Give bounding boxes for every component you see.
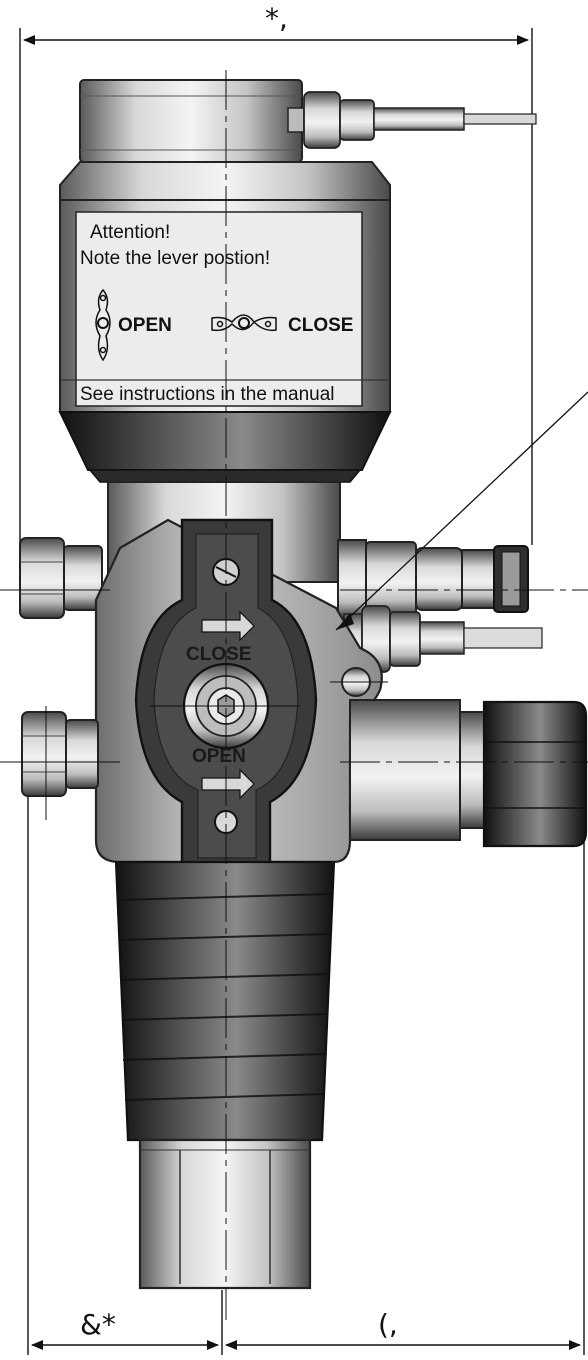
centre-lines bbox=[0, 70, 588, 1320]
label-note: Note the lever postion! bbox=[80, 248, 270, 269]
label-attention: Attention! bbox=[90, 222, 170, 243]
right-outlet bbox=[349, 699, 588, 848]
cable-gland-top bbox=[287, 91, 537, 149]
dimension-bottom-left: &* bbox=[80, 1308, 116, 1341]
close-lever-icon bbox=[211, 314, 277, 332]
open-lever-icon bbox=[95, 288, 111, 362]
threaded-spigot bbox=[114, 860, 336, 1142]
lever-close-text: CLOSE bbox=[186, 644, 251, 665]
leader-line bbox=[335, 391, 588, 631]
actuator-housing bbox=[59, 199, 391, 413]
conical-ring bbox=[58, 411, 392, 483]
dimension-bottom-right: (, bbox=[378, 1308, 398, 1341]
label-open: OPEN bbox=[118, 315, 172, 336]
left-fitting bbox=[19, 537, 103, 619]
warning-label: Attention! Note the lever postion! OPEN … bbox=[80, 222, 353, 405]
label-close: CLOSE bbox=[288, 315, 353, 336]
bottom-hex bbox=[138, 1138, 312, 1290]
left-lower-nut bbox=[21, 711, 99, 797]
top-cap bbox=[59, 79, 391, 201]
label-footer: See instructions in the manual bbox=[80, 384, 335, 405]
dimension-top: *, bbox=[265, 2, 288, 35]
lever-open-text: OPEN bbox=[192, 746, 246, 767]
